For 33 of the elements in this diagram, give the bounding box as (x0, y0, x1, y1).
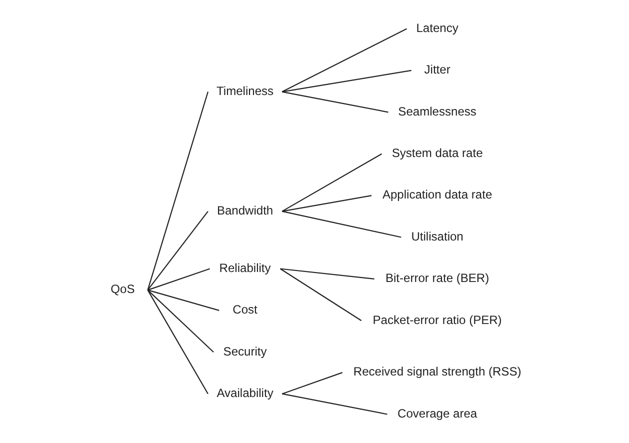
node-text: Cost (232, 302, 257, 317)
connector (281, 210, 401, 238)
node-text: Seamlessness (398, 104, 476, 118)
connector (282, 70, 411, 92)
node-text: Security (222, 344, 266, 358)
connector (282, 195, 372, 212)
node-text: QoS (110, 282, 134, 296)
node-text: Application data rate (382, 188, 492, 202)
node-text: Bandwidth (216, 203, 273, 218)
node-text: Coverage area (397, 406, 477, 420)
connector (146, 290, 208, 394)
node-text: System data rate (391, 146, 482, 160)
connector (147, 290, 219, 311)
node-text: Jitter (424, 62, 450, 77)
connector (281, 28, 406, 92)
connector (280, 268, 374, 280)
connector (146, 210, 208, 290)
connector (146, 92, 208, 290)
node-text: Latency (416, 20, 458, 35)
connector (147, 268, 210, 291)
node-text: Utilisation (410, 229, 463, 244)
connector (279, 268, 362, 322)
node-text: Timeliness (216, 84, 274, 98)
node-text: Packet-error ratio (PER) (372, 312, 502, 327)
connector (282, 393, 387, 415)
connector (281, 372, 342, 394)
node-text: Bit-error rate (BER) (385, 271, 489, 286)
node-text: Reliability (218, 260, 270, 275)
connector (281, 153, 382, 212)
node-text: Availability (216, 386, 273, 400)
connector (282, 91, 388, 113)
connector (146, 290, 214, 353)
node-text: Received signal strength (RSS) (352, 364, 521, 379)
